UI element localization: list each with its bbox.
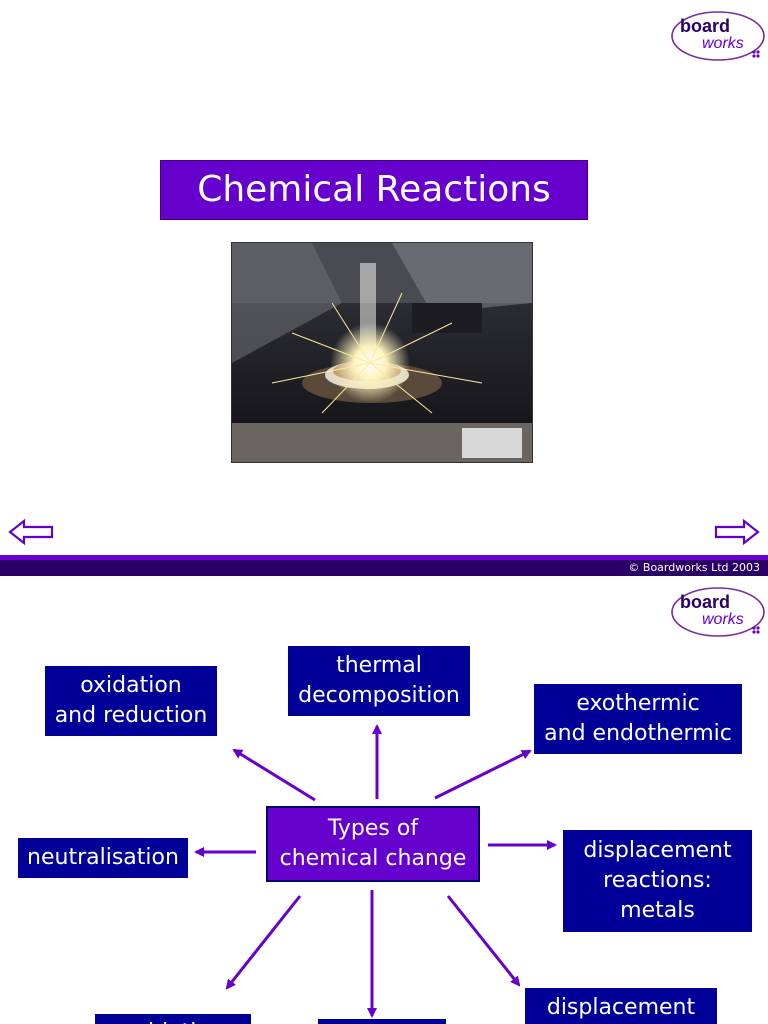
logo-text-board: board	[680, 592, 730, 612]
node-text-line: Types of	[327, 816, 419, 841]
node-text-line: and endothermic	[544, 721, 732, 746]
logo-text-works: works	[702, 611, 744, 628]
node-text-line: chemical change	[279, 846, 467, 871]
boardworks-logo: board works	[670, 584, 766, 638]
node-text-line: exothermic	[576, 691, 700, 716]
slide-title: Chemical Reactions	[160, 160, 588, 220]
node-types-of-chemical-change: Types of chemical change	[266, 806, 480, 882]
node-thermal-decomposition: thermal decomposition	[288, 646, 470, 716]
title-slide: board works Chemical Reactions	[0, 8, 768, 576]
node-exothermic-endothermic: exothermic and endothermic	[534, 684, 742, 754]
node-text-line: and reduction	[54, 703, 208, 728]
node-text-line: oxidation	[80, 673, 182, 698]
node-text-line: neutralisation	[27, 845, 179, 870]
arrow-to-bottom-left	[225, 895, 302, 990]
logo-text-board: board	[680, 16, 730, 36]
node-text-line: oxidation	[122, 1018, 224, 1024]
node-neutralisation: neutralisation	[18, 838, 188, 878]
right-arrow-icon	[714, 518, 760, 546]
node-displacement-bottom: displacement	[525, 988, 717, 1024]
node-text-line: reactions:	[603, 868, 712, 893]
arrow-to-exothermic	[434, 749, 532, 800]
copyright-footer: © Boardworks Ltd 2003	[0, 560, 768, 576]
logo-text-works: works	[702, 35, 744, 52]
boardworks-logo: board works	[670, 8, 766, 62]
previous-slide-arrow[interactable]	[8, 518, 54, 546]
connector-arrows	[194, 724, 557, 1018]
node-text-line: decomposition	[298, 683, 460, 708]
footer-bar	[0, 555, 768, 560]
node-text-line: displacement	[546, 995, 696, 1020]
node-displacement-metals: displacement reactions: metals	[563, 830, 752, 932]
arrow-to-oxidation	[232, 748, 316, 802]
node-text-line: metals	[620, 898, 695, 923]
node-oxidation-reduction: oxidation and reduction	[45, 666, 217, 736]
node-bottom-center	[318, 1019, 446, 1024]
node-text-line: displacement	[583, 838, 732, 863]
left-arrow-icon	[8, 518, 54, 546]
next-slide-arrow[interactable]	[714, 518, 760, 546]
node-text-line: thermal	[336, 653, 422, 678]
node-bottom-left: oxidation	[95, 1014, 251, 1024]
reaction-photo	[231, 242, 533, 463]
arrow-to-displacement-bottom	[446, 895, 521, 987]
mind-map-slide: board works oxidation and reduction ther…	[0, 576, 768, 1024]
